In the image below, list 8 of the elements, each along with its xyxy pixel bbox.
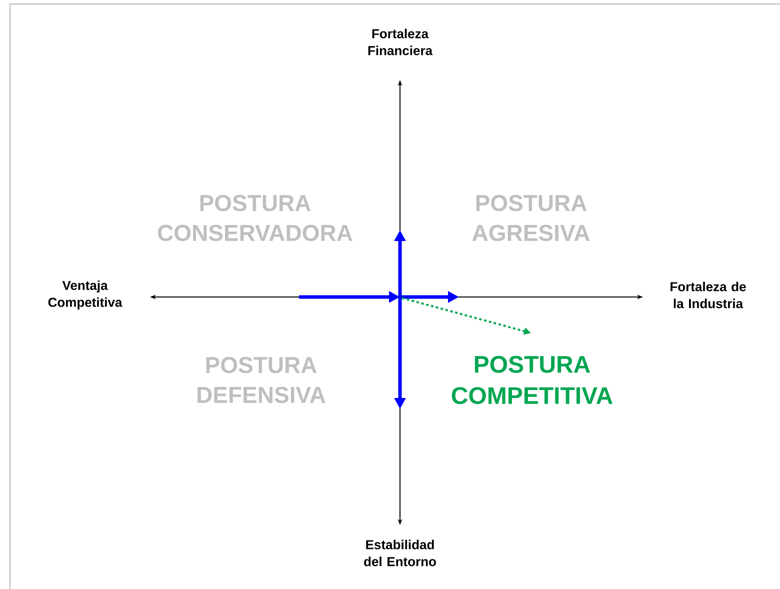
axis-label: Fortaleza de la Industria: [670, 282, 746, 308]
quadrant-label: POSTURA AGRESIVA: [472, 194, 590, 242]
quadrant-label: POSTURA CONSERVADORA: [158, 194, 352, 242]
axis-label: Ventaja Competitiva: [48, 280, 122, 310]
axis-label: Fortaleza Financiera: [368, 28, 433, 56]
quadrant-label: POSTURA COMPETITIVA: [452, 356, 612, 404]
quadrant-label: POSTURA DEFENSIVA: [198, 356, 326, 404]
axis-label: Estabilidad del Entorno: [364, 540, 436, 566]
